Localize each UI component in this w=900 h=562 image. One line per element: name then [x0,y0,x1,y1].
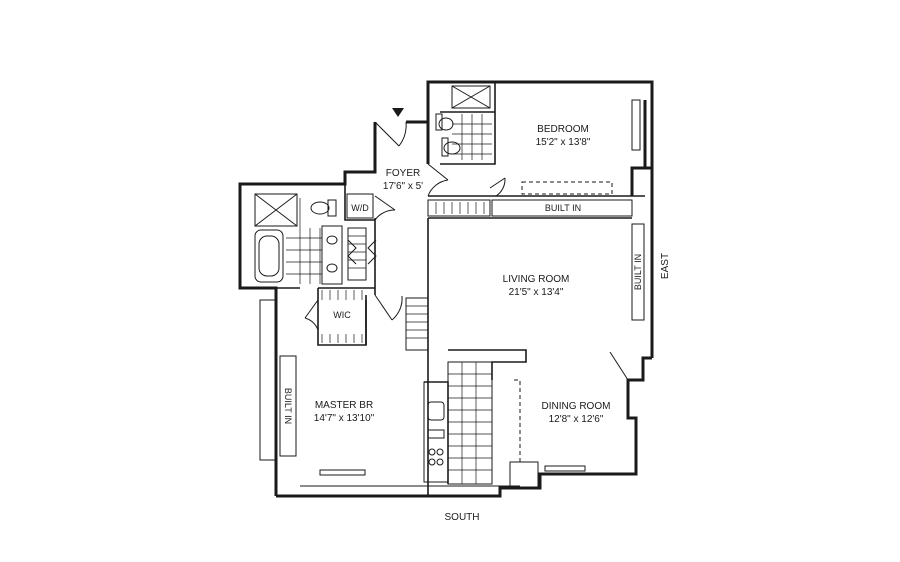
room-size-living: 21'5" x 13'4" [509,287,564,298]
washer-dryer-closet [346,193,374,281]
kitchen [423,361,539,489]
room-name-master: MASTER BR [315,400,373,411]
wic-label: WIC [333,310,351,320]
compass-south: SOUTH [445,512,480,523]
entry-arrow-icon [392,108,404,117]
master-bath [254,193,343,285]
room-name-living: LIVING ROOM [503,274,570,285]
living-built-in-label: BUILT IN [633,254,643,290]
wd-label: W/D [351,203,369,213]
room-size-foyer: 17'6" x 5' [383,181,423,192]
room-size-bedroom: 15'2" x 13'8" [536,137,591,148]
master-built-in [259,299,297,461]
bedroom-built-in-label: BUILT IN [545,203,581,213]
room-size-master: 14'7" x 13'10" [314,413,375,424]
room-name-foyer: FOYER [386,168,420,179]
doors [304,108,629,381]
room-name-bedroom: BEDROOM [537,124,589,135]
bedroom-built-in [427,99,641,217]
compass-east: EAST [660,253,671,279]
room-name-dining: DINING ROOM [542,401,611,412]
wic-shelving [321,290,429,351]
bedroom-bath [435,85,492,160]
room-size-dining: 12'8" x 12'6" [549,414,604,425]
living-built-in [631,223,645,321]
master-built-in-label: BUILT IN [283,388,293,424]
